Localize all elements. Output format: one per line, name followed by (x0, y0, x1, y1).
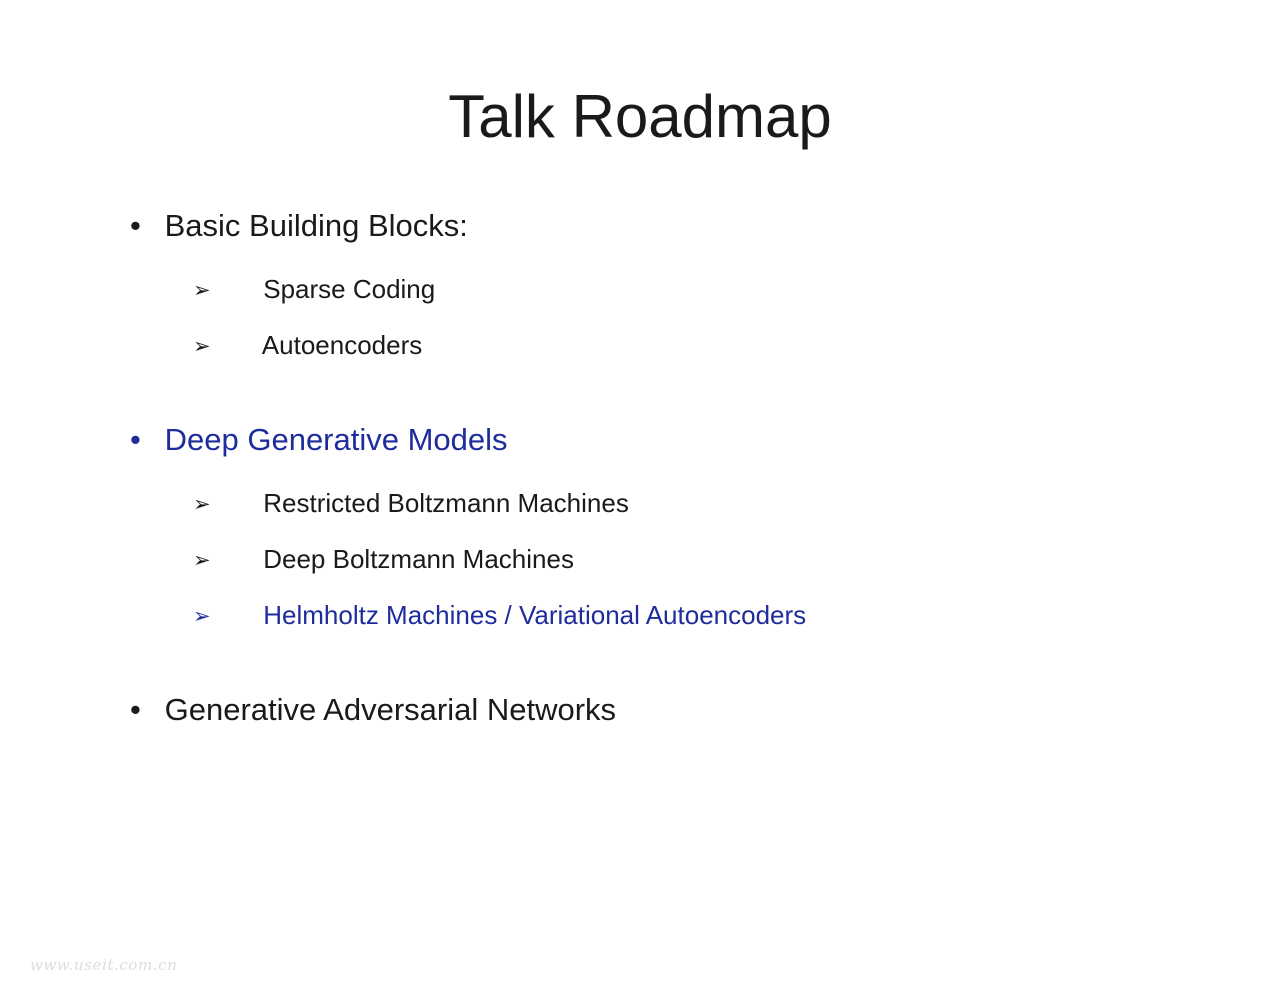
bullet-item: • Generative Adversarial Networks (0, 687, 1280, 733)
bullet-item: • Deep Generative Models (0, 417, 1280, 463)
bullet-item-label: Deep Generative Models (164, 422, 508, 457)
arrow-bullet-icon: ➢ (193, 605, 211, 628)
sub-bullet-item-label: Sparse Coding (263, 274, 436, 304)
sub-bullet-item: ➢ Restricted Boltzmann Machines (0, 476, 1280, 532)
sub-bullet-item: ➢ Deep Boltzmann Machines (0, 532, 1280, 588)
arrow-bullet-icon: ➢ (193, 549, 211, 572)
sub-bullet-item-label: Deep Boltzmann Machines (263, 544, 574, 574)
arrow-bullet-icon: ➢ (193, 279, 211, 302)
slide-title: Talk Roadmap (448, 83, 832, 150)
arrow-bullet-icon: ➢ (193, 493, 211, 516)
arrow-bullet-icon: ➢ (193, 335, 211, 358)
bullet-item: • Basic Building Blocks: (0, 203, 1280, 249)
slide: Talk Roadmap • Basic Building Blocks: ➢ … (0, 82, 1280, 974)
bullet-item-label: Generative Adversarial Networks (164, 692, 617, 727)
watermark: www.useit.com.cn (30, 956, 178, 974)
bullet-list: • Basic Building Blocks: ➢ Sparse Coding… (0, 203, 1280, 733)
bullet-item-label: Basic Building Blocks: (164, 208, 468, 243)
sub-bullet-item-label: Autoencoders (261, 330, 423, 360)
sub-bullet-item-label: Restricted Boltzmann Machines (263, 488, 629, 518)
sub-bullet-item-label: Helmholtz Machines / Variational Autoenc… (263, 600, 807, 630)
sub-bullet-item: ➢ Helmholtz Machines / Variational Autoe… (0, 588, 1280, 644)
bullet-dot-icon: • (130, 422, 141, 457)
bullet-dot-icon: • (130, 692, 141, 727)
sub-bullet-item: ➢ Sparse Coding (0, 262, 1280, 318)
bullet-dot-icon: • (130, 208, 141, 243)
sub-bullet-item: ➢ Autoencoders (0, 318, 1280, 374)
